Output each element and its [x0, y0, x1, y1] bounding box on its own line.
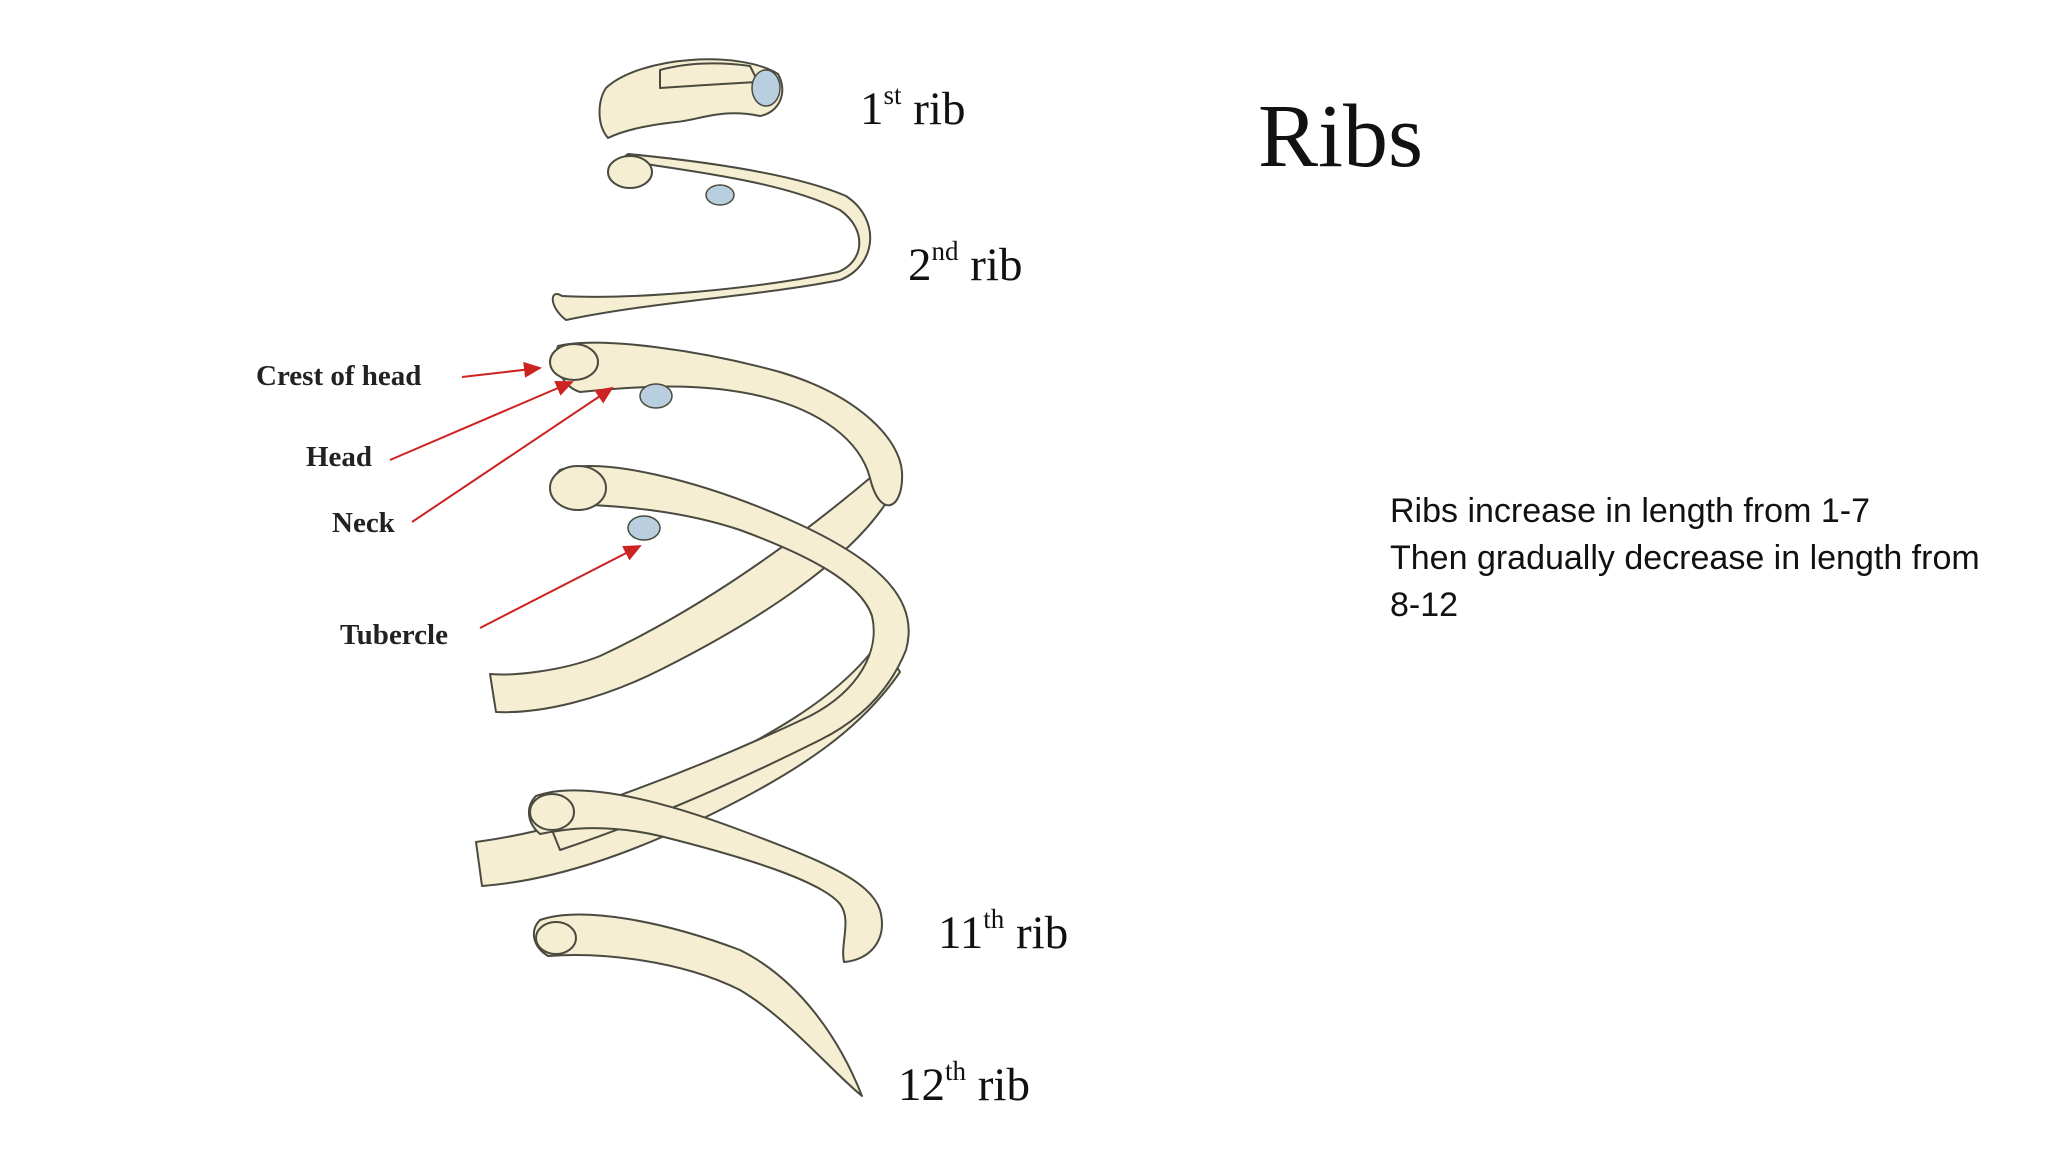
- rib-2: [551, 153, 871, 321]
- label-crest-of-head: Crest of head: [256, 360, 422, 392]
- label-rib-11: 11th rib: [938, 904, 1069, 959]
- slide-body-text: Ribs increase in length from 1-7 Then gr…: [1390, 488, 2030, 629]
- arrow-head: [389, 380, 574, 461]
- label-neck: Neck: [332, 507, 395, 539]
- arrow-tubercle: [479, 545, 642, 629]
- arrow-crest-of-head: [461, 361, 542, 378]
- body-line: Then gradually decrease in length from: [1390, 539, 1980, 577]
- body-line: Ribs increase in length from 1-7: [1390, 492, 1871, 530]
- label-head: Head: [306, 441, 373, 473]
- body-line: 8-12: [1390, 586, 1459, 624]
- arrow-neck: [411, 386, 614, 523]
- label-rib-12: 12th rib: [898, 1056, 1030, 1111]
- rib-11: [528, 789, 883, 963]
- label-rib-1: 1st rib: [860, 80, 966, 135]
- label-tubercle: Tubercle: [340, 619, 448, 651]
- rib-typical-upper: [549, 341, 904, 507]
- pointer-arrows: [389, 361, 642, 629]
- label-rib-2: 2nd rib: [908, 236, 1023, 291]
- rib-1: [598, 58, 784, 139]
- rib-12: [532, 913, 863, 1097]
- slide-title: Ribs: [1258, 87, 1424, 186]
- ribs-illustration: [389, 58, 910, 1097]
